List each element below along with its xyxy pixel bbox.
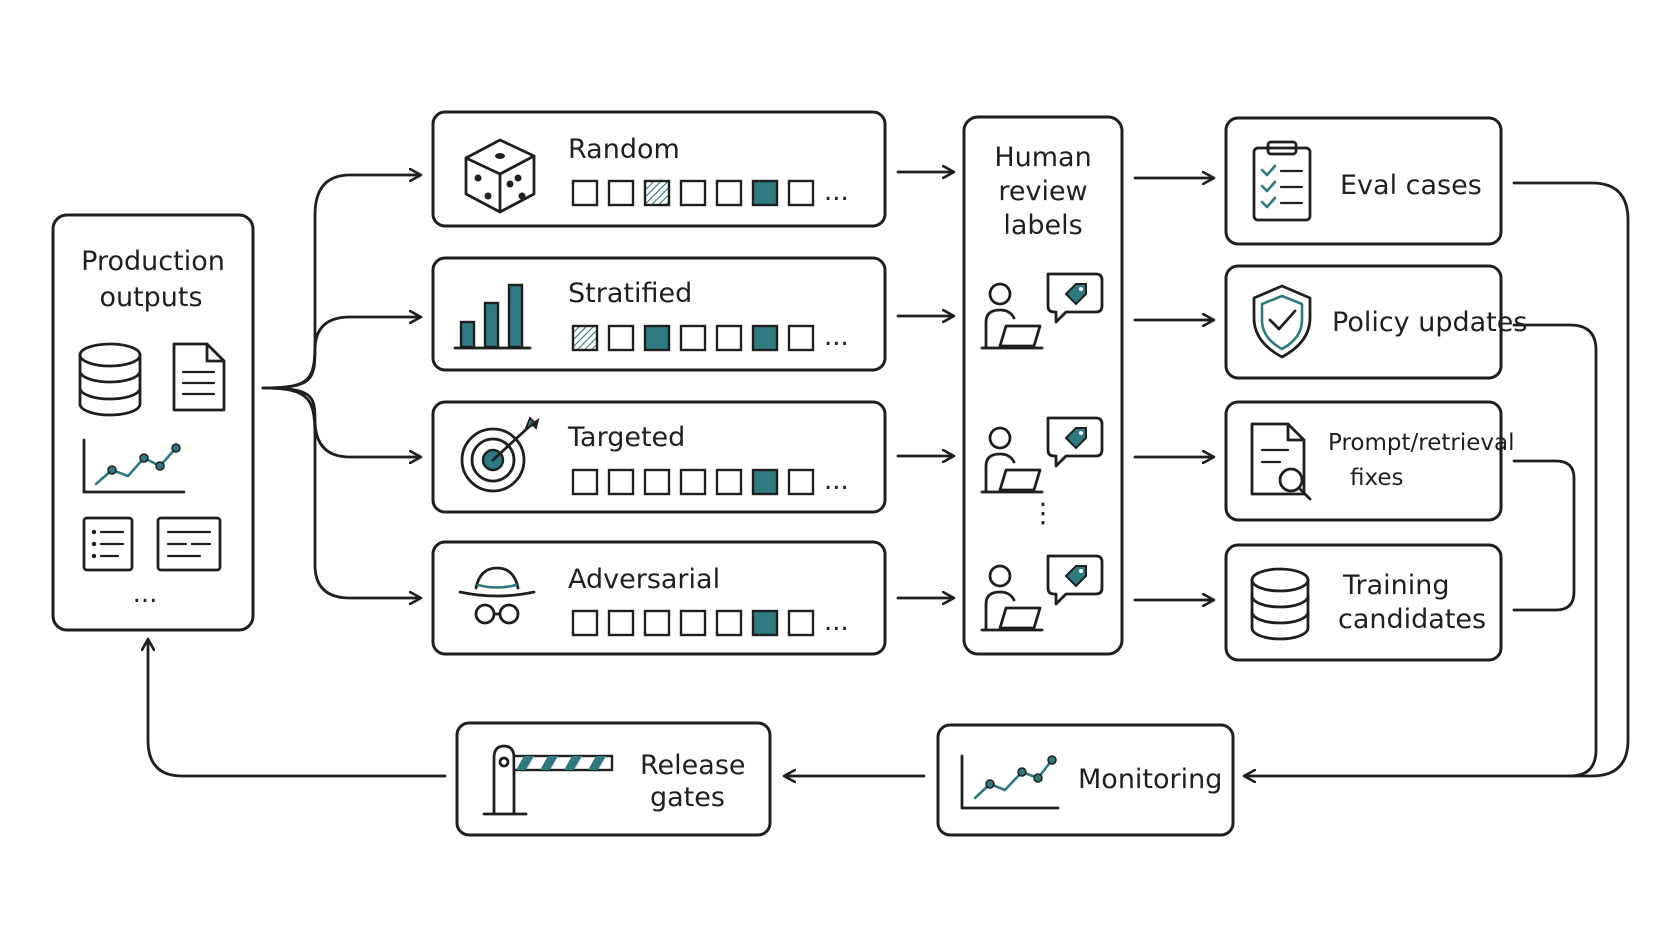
output-eval-cases: Eval cases bbox=[1224, 116, 1503, 246]
sampler-stratified: Stratified ... bbox=[431, 256, 887, 372]
fan-out-arrows bbox=[261, 175, 420, 598]
production-outputs-label-line2: outputs bbox=[99, 282, 202, 313]
sample-cell-empty bbox=[607, 609, 635, 637]
sample-cells-stratified bbox=[571, 324, 815, 352]
output-label: Policy updates bbox=[1332, 307, 1527, 338]
sample-cell-hatch bbox=[643, 179, 671, 207]
output-policy-updates: Policy updates bbox=[1224, 264, 1527, 380]
sample-cell-empty bbox=[571, 468, 599, 496]
more-sources-ellipsis: ... bbox=[133, 579, 158, 609]
production-outputs-label-line1: Production bbox=[81, 246, 225, 277]
review-label-line3: labels bbox=[1003, 210, 1082, 241]
sample-cells-adversarial bbox=[571, 609, 815, 637]
output-prompt-retrieval-fixes: Prompt/retrieval fixes bbox=[1224, 400, 1514, 522]
sampler-label: Random bbox=[568, 134, 680, 165]
sample-cell-empty bbox=[571, 179, 599, 207]
sampler-label: Stratified bbox=[568, 278, 692, 309]
sampler-targeted: Targeted ... bbox=[431, 400, 887, 514]
document-search-icon bbox=[1250, 422, 1312, 501]
release-label-line1: Release bbox=[640, 750, 746, 781]
review-label-line1: Human bbox=[994, 142, 1091, 173]
sampler-random: Random ... bbox=[431, 110, 887, 228]
sample-cell-full bbox=[751, 609, 779, 637]
sample-cell-empty bbox=[787, 324, 815, 352]
sample-cell-full bbox=[751, 179, 779, 207]
line-chart-icon bbox=[82, 438, 186, 494]
sample-cell-full bbox=[751, 468, 779, 496]
sample-cell-empty bbox=[715, 468, 743, 496]
sample-cell-empty bbox=[679, 609, 707, 637]
document-icon bbox=[172, 342, 226, 412]
bar-chart-icon bbox=[453, 283, 532, 350]
production-outputs-box: Production outputs bbox=[51, 213, 255, 632]
sample-cell-empty bbox=[643, 468, 671, 496]
cells-ellipsis: ... bbox=[824, 322, 849, 352]
database-icon bbox=[78, 342, 142, 417]
target-icon bbox=[460, 416, 540, 493]
sample-cell-empty bbox=[787, 468, 815, 496]
output-label-line2: candidates bbox=[1338, 604, 1486, 635]
sample-cells-targeted bbox=[571, 468, 815, 496]
output-label-line2: fixes bbox=[1350, 465, 1404, 491]
sample-cell-empty bbox=[679, 468, 707, 496]
reviewer-icon bbox=[980, 272, 1104, 350]
reviewer-icon bbox=[980, 416, 1104, 494]
sample-cell-empty bbox=[787, 609, 815, 637]
monitoring-label: Monitoring bbox=[1078, 764, 1222, 795]
sample-cell-empty bbox=[715, 609, 743, 637]
cells-ellipsis: ... bbox=[824, 607, 849, 637]
sample-cell-empty bbox=[679, 179, 707, 207]
sample-cell-empty bbox=[643, 609, 671, 637]
cells-ellipsis: ... bbox=[824, 466, 849, 496]
sample-cell-empty bbox=[715, 324, 743, 352]
shield-check-icon bbox=[1252, 284, 1312, 359]
sample-cell-empty bbox=[607, 324, 635, 352]
review-label-line2: review bbox=[998, 176, 1087, 207]
reviewer-icon bbox=[980, 554, 1104, 632]
sample-cell-hatch bbox=[571, 324, 599, 352]
sample-cell-empty bbox=[679, 324, 707, 352]
human-review-labels-box: Human review labels ⋮ bbox=[962, 115, 1124, 656]
output-label-line1: Prompt/retrieval bbox=[1328, 430, 1514, 456]
reviewer-icons bbox=[980, 272, 1104, 632]
output-label: Eval cases bbox=[1340, 170, 1482, 201]
sample-cell-full bbox=[643, 324, 671, 352]
more-reviewers-ellipsis: ⋮ bbox=[1030, 498, 1057, 529]
sample-cell-empty bbox=[787, 179, 815, 207]
clipboard-checklist-icon bbox=[1252, 140, 1312, 222]
sample-cell-empty bbox=[607, 179, 635, 207]
sampler-adversarial: Adversarial ... bbox=[431, 540, 887, 656]
to-output-arrows bbox=[1133, 178, 1213, 600]
feedback-connectors bbox=[1245, 181, 1630, 776]
sampler-label: Targeted bbox=[567, 422, 685, 453]
list-document-icon bbox=[82, 516, 134, 572]
line-chart-icon bbox=[960, 754, 1060, 810]
sample-cell-empty bbox=[571, 609, 599, 637]
form-document-icon bbox=[156, 516, 222, 572]
sample-cell-full bbox=[751, 324, 779, 352]
dice-icon bbox=[464, 138, 536, 214]
database-icon bbox=[1250, 567, 1310, 641]
output-label-line1: Training bbox=[1342, 570, 1450, 601]
sample-cell-empty bbox=[607, 468, 635, 496]
sampler-label: Adversarial bbox=[568, 564, 720, 595]
sample-cell-empty bbox=[715, 179, 743, 207]
spy-icon bbox=[458, 566, 536, 625]
monitoring-box: Monitoring bbox=[936, 723, 1235, 837]
release-label-line2: gates bbox=[650, 782, 725, 813]
cells-ellipsis: ... bbox=[824, 177, 849, 207]
release-gates-box: Release gates bbox=[455, 721, 772, 837]
sample-cells-random bbox=[571, 179, 815, 207]
output-training-candidates: Training candidates bbox=[1224, 543, 1503, 662]
release-to-production-arrow bbox=[148, 640, 447, 778]
to-review-arrows bbox=[896, 172, 953, 598]
barrier-gate-icon bbox=[482, 744, 614, 816]
